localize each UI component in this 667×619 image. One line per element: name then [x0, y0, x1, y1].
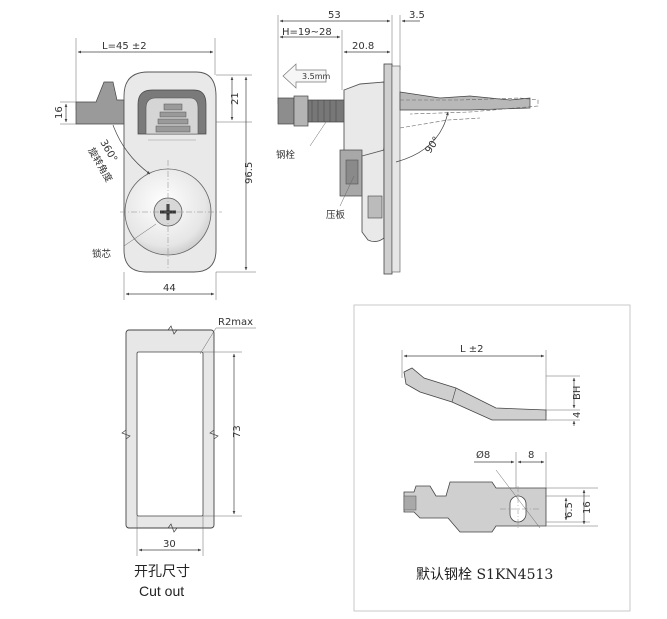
- dim-96-5: 96.5: [244, 162, 255, 184]
- cutout-view: R2max 73 30 开孔尺寸 Cut out: [121, 317, 256, 599]
- dim-L-2: L ±2: [460, 344, 484, 355]
- angle-90: 90°: [423, 135, 442, 156]
- bolt-side-profile: [403, 367, 547, 421]
- dim-53: 53: [328, 10, 341, 21]
- stroke-value: 3.5mm: [302, 72, 331, 81]
- bolt-tongue: [75, 81, 125, 125]
- dim-L-45: L=45 ±2: [102, 41, 147, 52]
- dim-3-5: 3.5: [409, 10, 425, 21]
- bolt-panel: L ±2 BH 4 Ø8 8 6.5 16: [353, 304, 631, 612]
- dim-30: 30: [163, 539, 176, 550]
- dim-21: 21: [230, 92, 241, 105]
- dim-16: 16: [54, 106, 65, 119]
- dim-R2max: R2max: [218, 317, 253, 328]
- dim-phi8: Ø8: [476, 449, 490, 461]
- dim-BH: BH: [572, 386, 583, 400]
- dim-20-8: 20.8: [352, 41, 374, 52]
- cutout-caption-en: Cut out: [139, 583, 184, 599]
- steel-bolt-label: 钢栓: [276, 149, 296, 161]
- handle-closed: [399, 91, 531, 111]
- mounting-plate: [383, 63, 393, 275]
- front-view: L=45 ±2 16 21: [54, 38, 256, 300]
- side-view: 53 3.5 H=19~28 20.8 3.5mm: [276, 10, 539, 275]
- dim-6-5: 6.5: [564, 502, 575, 518]
- dim-73: 73: [232, 425, 243, 438]
- lock-core-label: 锁芯: [92, 248, 112, 260]
- cutout-caption-cn: 开孔尺寸: [134, 564, 190, 580]
- dim-16-bolt: 16: [582, 501, 593, 514]
- pressure-plate-label: 压板: [326, 209, 346, 221]
- steel-bolt: [307, 99, 345, 123]
- bolt-panel-frame: [353, 304, 631, 612]
- stroke-arrow-icon: [282, 63, 327, 89]
- dim-8: 8: [528, 450, 534, 461]
- handle-grip: [148, 103, 196, 141]
- side-housing: [343, 81, 385, 161]
- dim-44: 44: [163, 283, 176, 294]
- bolt-caption: 默认钢栓 S1KN4513: [416, 567, 553, 583]
- dim-H: H=19~28: [282, 27, 332, 38]
- cutout-hole: [136, 351, 204, 517]
- dim-4: 4: [572, 412, 583, 418]
